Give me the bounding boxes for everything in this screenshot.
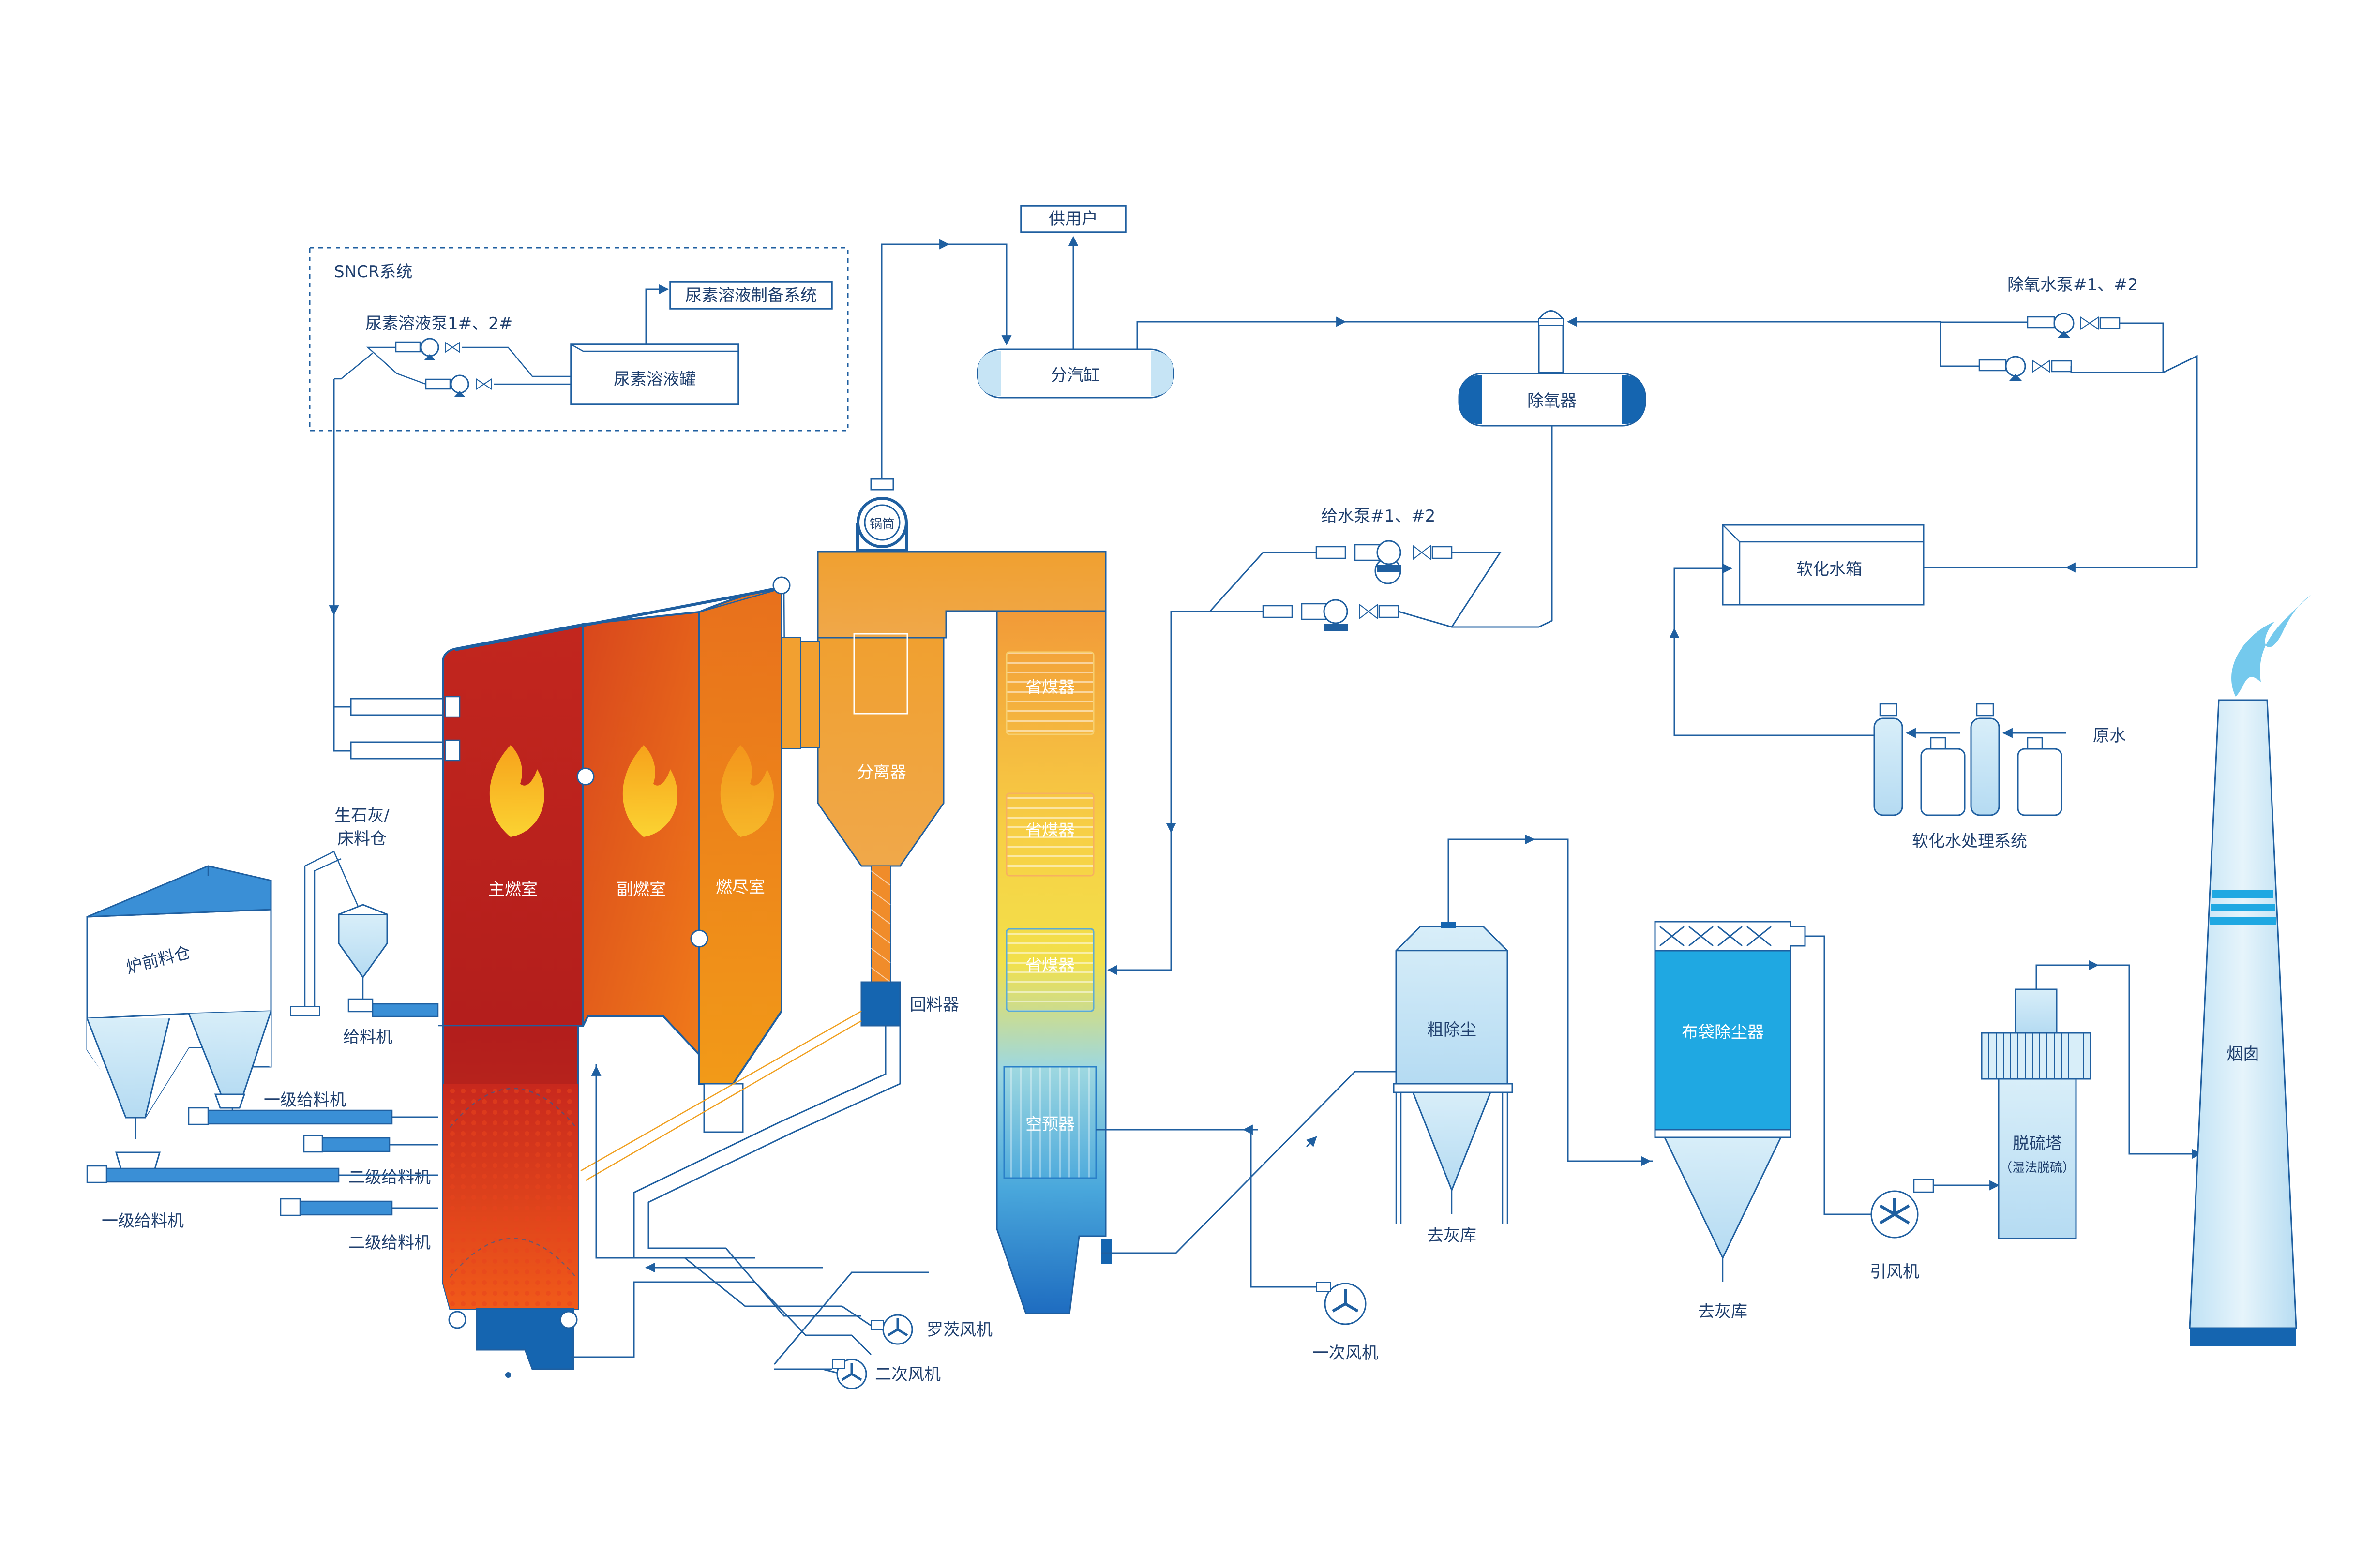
separator	[817, 637, 945, 867]
feeder2-lower-label: 二级给料机	[348, 1233, 431, 1253]
raw-water-label: 原水	[2093, 726, 2126, 746]
desulf-label: 脱硫塔	[2013, 1134, 2062, 1153]
bag-filter-label: 布袋除尘器	[1682, 1023, 1764, 1042]
feeder1-left-label: 一级给料机	[102, 1211, 184, 1231]
front-feed-bin: 炉前料仓	[86, 865, 272, 1139]
sub-chamber-label: 副燃室	[617, 880, 666, 899]
desulf-tower: 脱硫塔 （湿法脱硫）	[1981, 960, 2204, 1239]
returner-label: 回料器	[910, 995, 959, 1015]
softener-tanks	[1873, 703, 2066, 816]
economizer-1-label: 省煤器	[1025, 678, 1075, 697]
lime-bin-label-2: 床料仓	[337, 829, 387, 849]
soft-tank-label: 软化水箱	[1796, 560, 1862, 579]
urea-pump-1	[395, 338, 460, 360]
lime-bin: 生石灰/ 床料仓 给料机	[290, 806, 439, 1047]
flame-icon	[720, 745, 774, 837]
drum-label: 锅筒	[870, 517, 895, 532]
sncr-system: SNCR系统 尿素溶液罐 尿素溶液制备系统 尿素溶液泵1#、2#	[309, 247, 849, 752]
air-preheater-label: 空预器	[1025, 1115, 1075, 1134]
user-label: 供用户	[1049, 209, 1098, 229]
secondary-fan-label: 二次风机	[875, 1365, 941, 1384]
bag-filter: 布袋除尘器 去灰库	[1654, 921, 1873, 1321]
feeders: 一级给料机 二级给料机 一级给料机 二级给料机	[86, 1090, 438, 1253]
separator-label: 分离器	[857, 763, 906, 782]
chimney-label: 烟囱	[2227, 1045, 2259, 1064]
sncr-boundary	[309, 247, 849, 432]
economizer-3-label: 省煤器	[1025, 956, 1075, 975]
ash-2-label: 去灰库	[1698, 1302, 1747, 1321]
drum: 锅筒	[856, 468, 908, 552]
flame-icon	[489, 745, 544, 837]
urea-prep-box	[669, 281, 833, 310]
desulf-sub-label: （湿法脱硫）	[2000, 1161, 2075, 1175]
roots-fan-label: 罗茨风机	[927, 1320, 993, 1340]
returner	[860, 981, 901, 1027]
secondary-fan: 二次风机	[832, 1359, 941, 1389]
user-box	[1020, 205, 1127, 233]
smoke-icon	[2231, 595, 2311, 697]
main-chamber-label: 主燃室	[488, 880, 538, 899]
feeder2-upper-label: 二级给料机	[348, 1168, 431, 1187]
ash-1-label: 去灰库	[1427, 1226, 1476, 1245]
lime-bin-label-1: 生石灰/	[334, 806, 390, 825]
id-fan-label: 引风机	[1870, 1262, 1919, 1282]
separator-and-tail: 分离器 回料器 省煤器 省煤器 省煤器 空预器	[580, 551, 1112, 1314]
id-fan: 引风机	[1870, 1179, 2000, 1282]
primary-fan-label: 一次风机	[1312, 1344, 1378, 1363]
steam-header-label: 分汽缸	[1051, 366, 1100, 385]
burnout-chamber-label: 燃尽室	[716, 878, 765, 897]
furnace: 主燃室 副燃室 燃尽室	[438, 576, 801, 1378]
coarse-dust-collector: 粗除尘 去灰库	[1393, 834, 1653, 1245]
deaerator-pumps: 除氧水泵#1、#2	[1924, 275, 2198, 573]
feed-water-pumps: 给水泵#1、#2	[1107, 426, 1553, 975]
urea-tank-label: 尿素溶液罐	[614, 370, 696, 389]
sncr-nozzles	[334, 698, 449, 760]
steam-header: 供用户 分汽缸	[881, 205, 1539, 468]
flame-icon	[622, 745, 677, 837]
deaerator-label: 除氧器	[1527, 391, 1577, 411]
deaerator-pump-label: 除氧水泵#1、#2	[2007, 275, 2138, 295]
feeder1-right-label: 一级给料机	[264, 1090, 346, 1110]
primary-fan: 一次风机	[1312, 1282, 1378, 1363]
urea-prep-label: 尿素溶液制备系统	[685, 286, 817, 305]
roots-fan: 罗茨风机	[871, 1314, 993, 1345]
soft-system-label: 软化水处理系统	[1912, 832, 2027, 851]
chimney: 烟囱	[2189, 595, 2311, 1346]
feeder-label: 给料机	[343, 1028, 392, 1047]
urea-tank	[570, 343, 739, 405]
sncr-label: SNCR系统	[334, 262, 412, 282]
deaerator: 除氧器	[1458, 310, 1941, 427]
soft-water: 软化水箱 原水 软化水处理系统	[1669, 524, 2126, 851]
urea-pump-label: 尿素溶液泵1#、2#	[365, 314, 512, 333]
coarse-dust-label: 粗除尘	[1427, 1020, 1476, 1040]
air-lines	[571, 1026, 1396, 1375]
urea-pump-2	[425, 374, 492, 397]
economizer-2-label: 省煤器	[1025, 821, 1075, 840]
feed-pump-label: 给水泵#1、#2	[1321, 507, 1435, 526]
